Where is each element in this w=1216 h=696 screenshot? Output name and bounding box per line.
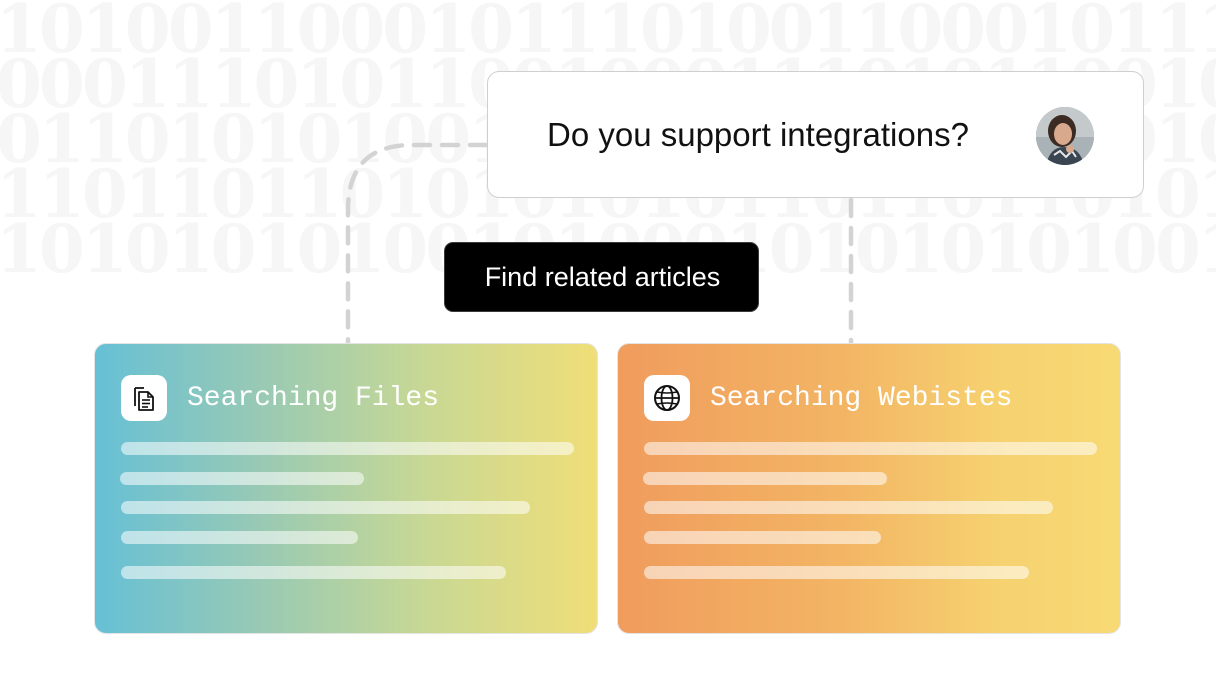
connector-left <box>345 142 489 345</box>
question-text: Do you support integrations? <box>547 116 969 153</box>
placeholder-line <box>121 442 574 455</box>
searching-files-card: Searching Files <box>94 343 598 634</box>
placeholder-line <box>120 472 364 485</box>
placeholder-line <box>643 472 887 485</box>
find-related-articles-step: Find related articles <box>444 242 759 312</box>
placeholder-line <box>644 501 1053 514</box>
user-avatar <box>1036 107 1094 165</box>
user-avatar-photo <box>1036 107 1094 165</box>
placeholder-line <box>644 531 881 544</box>
document-icon <box>121 375 167 421</box>
placeholder-line <box>644 442 1097 455</box>
searching-websites-card: Searching Webistes <box>617 343 1121 634</box>
globe-icon <box>644 375 690 421</box>
placeholder-line <box>121 566 506 579</box>
placeholder-line <box>121 531 358 544</box>
action-label: Find related articles <box>484 262 721 292</box>
user-question-card: Do you support integrations? <box>487 71 1144 198</box>
card-title: Searching Webistes <box>710 383 1013 414</box>
placeholder-line <box>644 566 1029 579</box>
binary-row: 1010011000101110100110001011101001100010… <box>0 0 1216 68</box>
placeholder-line <box>121 501 530 514</box>
card-title: Searching Files <box>187 383 440 414</box>
